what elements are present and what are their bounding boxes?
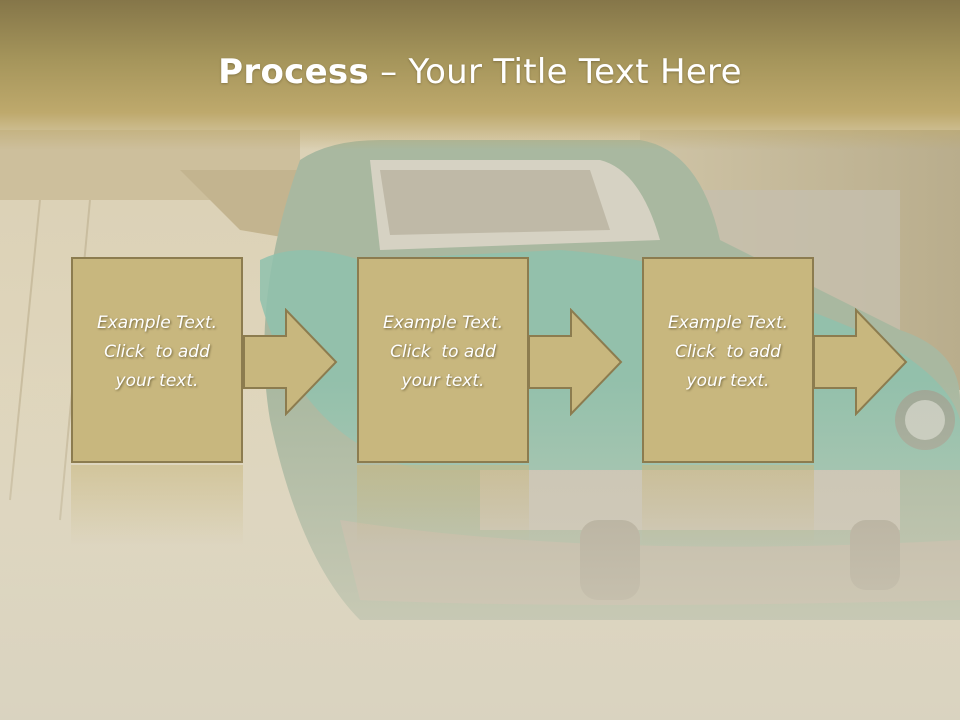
step-text-line2: Click to add <box>675 342 781 362</box>
step-box <box>71 257 243 463</box>
process-step-2[interactable]: Example Text. Click to add your text. <box>357 257 529 545</box>
title-rest: – Your Title Text Here <box>369 52 742 92</box>
step-text[interactable]: Example Text. Click to add your text. <box>77 309 237 396</box>
right-arrow-icon <box>813 308 908 416</box>
step-reflection <box>642 465 814 545</box>
title-bold: Process <box>218 52 370 92</box>
process-step-3[interactable]: Example Text. Click to add your text. <box>642 257 814 545</box>
step-text[interactable]: Example Text. Click to add your text. <box>363 309 523 396</box>
step-text-line1: Example Text. <box>96 313 218 333</box>
process-step-1[interactable]: Example Text. Click to add your text. <box>71 257 243 545</box>
step-reflection <box>71 465 243 545</box>
step-reflection <box>357 465 529 545</box>
title-bar <box>0 0 960 150</box>
step-text-line2: Click to add <box>390 342 496 362</box>
step-text-line1: Example Text. <box>667 313 789 333</box>
step-box <box>357 257 529 463</box>
step-text-line3: your text. <box>686 371 770 391</box>
step-box <box>642 257 814 463</box>
step-text-line3: your text. <box>401 371 485 391</box>
step-text-line2: Click to add <box>104 342 210 362</box>
step-text[interactable]: Example Text. Click to add your text. <box>648 309 808 396</box>
right-arrow-icon <box>528 308 623 416</box>
right-arrow-icon <box>243 308 338 416</box>
page-title[interactable]: Process – Your Title Text Here <box>0 52 960 92</box>
step-text-line1: Example Text. <box>382 313 504 333</box>
step-text-line3: your text. <box>115 371 199 391</box>
